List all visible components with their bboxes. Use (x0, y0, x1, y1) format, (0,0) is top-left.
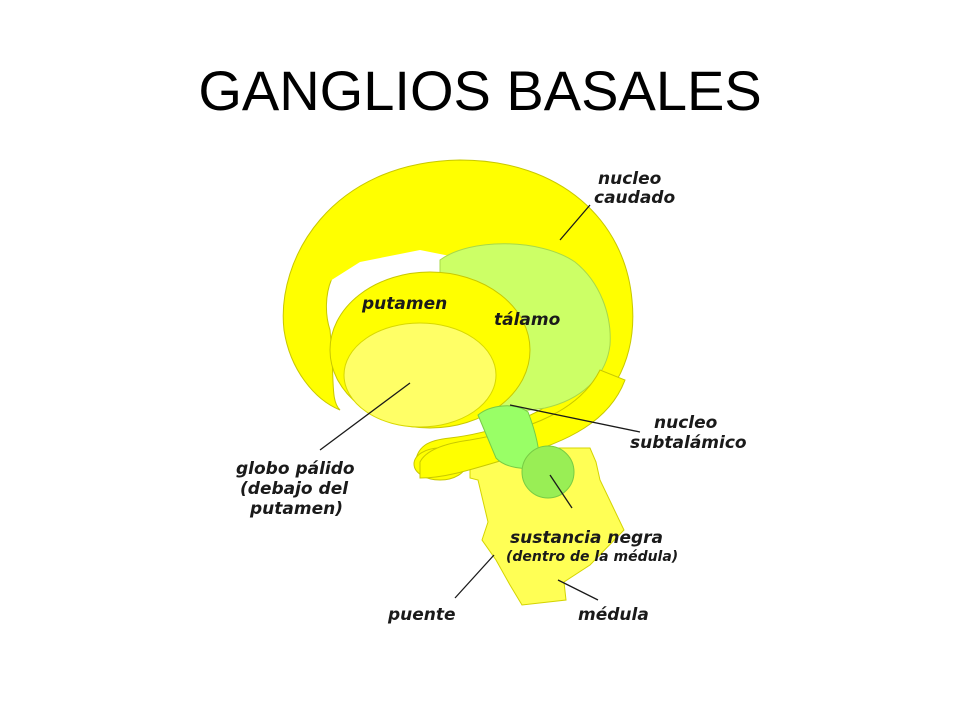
leader-caudado (559, 204, 591, 241)
leader-medula (557, 579, 599, 601)
label-globo-3: putamen) (249, 499, 343, 519)
label-sustancia-2: (dentro de la médula) (506, 549, 678, 565)
subthalamic-nucleus-shape (477, 405, 541, 470)
label-talamo: tálamo (494, 310, 561, 330)
label-globo-1: globo pálido (236, 459, 355, 479)
label-puente: puente (387, 605, 456, 625)
brainstem-shape (469, 447, 625, 606)
label-nucleo-caudado-2: caudado (594, 188, 675, 208)
label-medula: médula (578, 605, 649, 625)
leader-sustancia (549, 474, 573, 509)
leader-subtalamico (509, 404, 641, 433)
leader-globo (319, 382, 411, 451)
label-sustancia-1: sustancia negra (510, 528, 663, 548)
label-subtalamico-2: subtalámico (630, 433, 747, 453)
label-putamen: putamen (361, 294, 447, 314)
label-subtalamico-1: nucleo (654, 413, 718, 433)
label-nucleo-caudado-1: nucleo (598, 169, 662, 189)
leader-puente (454, 554, 495, 599)
caudate-tail-arc-shape (419, 369, 626, 479)
slide-title: GANGLIOS BASALES (198, 59, 762, 122)
substantia-nigra-shape (521, 445, 575, 499)
globus-pallidus-shape (343, 322, 497, 428)
label-globo-2: (debajo del (240, 479, 349, 499)
